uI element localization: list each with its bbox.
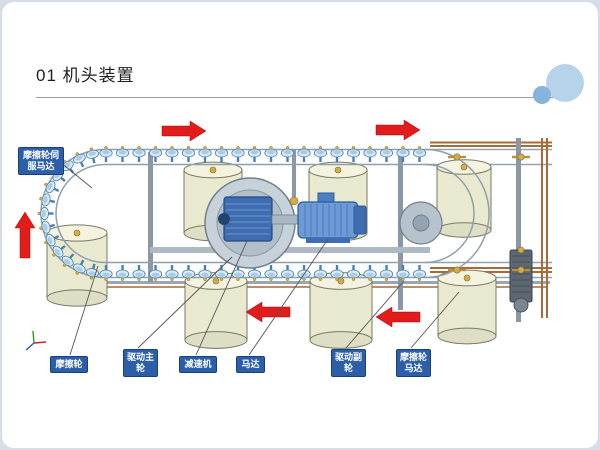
- spindle-fittings: [448, 153, 530, 274]
- label-friction-wheel-motor: 摩擦轮马达: [396, 349, 431, 377]
- drive-sub-wheel: [399, 201, 443, 245]
- flow-arrow-top-right: [375, 119, 421, 141]
- leader-lines: [59, 161, 460, 356]
- motor: [297, 192, 367, 243]
- decor-circle-small: [533, 86, 551, 104]
- flow-arrow-left-up: [14, 211, 36, 259]
- drum: [436, 159, 492, 238]
- title-divider: [36, 97, 564, 98]
- flow-arrow-bottom-center: [245, 301, 291, 323]
- label-reducer: 减速机: [179, 356, 217, 373]
- decor-circle-large: [546, 64, 584, 102]
- label-drive-sub-wheel: 驱动副轮: [331, 349, 366, 377]
- reducer-gearbox: [218, 196, 273, 242]
- label-friction-wheel-servo-motor: 摩擦轮伺服马达: [18, 147, 64, 175]
- gold-spindle: [512, 266, 530, 274]
- flow-arrow-top-left: [161, 120, 207, 142]
- gold-spindle: [448, 266, 466, 274]
- frame-posts: [148, 138, 521, 322]
- drum: [437, 269, 497, 345]
- drum: [309, 272, 373, 349]
- gold-spindle: [512, 153, 530, 161]
- label-motor: 马达: [236, 356, 265, 373]
- coordinate-triad-icon: [25, 330, 47, 351]
- label-drive-main-wheel: 驱动主轮: [123, 349, 158, 377]
- gold-spindle: [448, 153, 466, 161]
- flow-arrow-bottom-right: [375, 306, 421, 328]
- label-friction-wheel: 摩擦轮: [50, 356, 88, 373]
- right-tension-mechanism: [509, 246, 533, 313]
- track-rollers: [37, 146, 427, 281]
- page-title: 01 机头装置: [36, 66, 135, 85]
- direction-arrows: [14, 119, 421, 328]
